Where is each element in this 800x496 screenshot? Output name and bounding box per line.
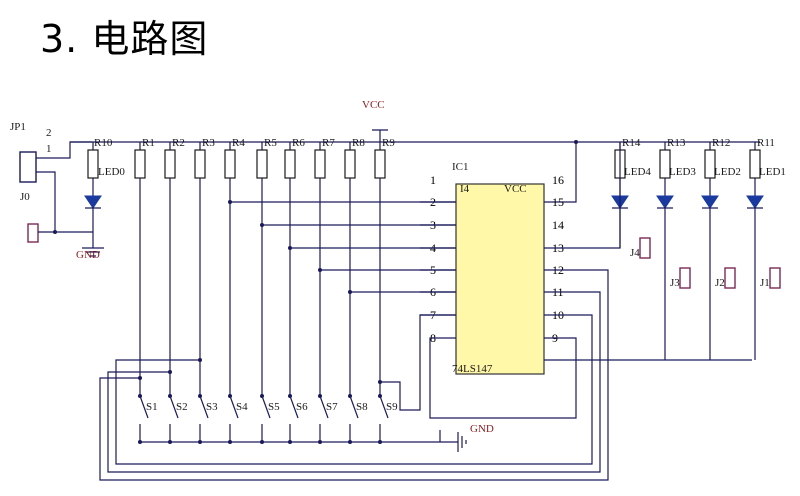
resistor	[164, 149, 176, 179]
resistor-label: R12	[712, 137, 730, 149]
led	[746, 195, 764, 209]
resistor-label: R11	[757, 137, 775, 149]
jp1-label: JP1	[10, 121, 26, 133]
resistor	[314, 149, 326, 179]
jack-label: J1	[760, 277, 770, 289]
jack	[724, 267, 736, 289]
ic-pin-right: 14	[552, 218, 564, 232]
resistor-label: R9	[382, 137, 395, 149]
resistor-label: R6	[292, 137, 305, 149]
jp1-pin1-label: 1	[46, 143, 52, 155]
led	[656, 195, 674, 209]
resistor	[284, 149, 296, 179]
ic-vcc-label: VCC	[504, 183, 527, 195]
jack-label: J4	[630, 247, 640, 259]
jp1-connector: JP1 2 1 J0	[10, 121, 92, 232]
resistor	[256, 149, 268, 179]
led-label: LED2	[714, 166, 741, 178]
gnd-bottom-label: GND	[470, 423, 494, 435]
jack-label: J3	[670, 277, 680, 289]
led0-label: LED0	[98, 166, 125, 178]
left-ground: GND	[27, 223, 104, 261]
jack	[769, 267, 781, 289]
jp1-pin2-label: 2	[46, 127, 52, 139]
resistor	[194, 149, 206, 179]
switch-label: S2	[176, 401, 188, 413]
led-label: LED1	[759, 166, 786, 178]
switch-label: S3	[206, 401, 218, 413]
resistor-label: R5	[264, 137, 277, 149]
switch-label: S6	[296, 401, 308, 413]
gnd-top-label: GND	[76, 249, 100, 261]
vcc-rail: VCC	[70, 99, 760, 143]
resistor-label: R13	[667, 137, 686, 149]
ic-pin-right: 15	[552, 195, 564, 209]
led-label: LED3	[669, 166, 696, 178]
resistor	[374, 149, 386, 179]
resistor-label: R8	[352, 137, 365, 149]
led0-branch: R10 LED0	[84, 137, 125, 232]
j0-label: J0	[20, 191, 30, 203]
resistor	[344, 149, 356, 179]
bottom-ground: GND	[140, 423, 494, 452]
switch-label: S4	[236, 401, 248, 413]
switch-label: S9	[386, 401, 398, 413]
ic-i4-label: I4	[460, 183, 470, 195]
switch-label: S8	[356, 401, 368, 413]
ic-74ls147: IC1 I4 VCC 74LS147	[452, 140, 578, 375]
resistor	[134, 149, 146, 179]
resistor-label: R14	[622, 137, 641, 149]
jack	[639, 237, 651, 259]
page-title: 3. 电路图	[40, 17, 209, 61]
ic-pin-right: 16	[552, 173, 564, 187]
ic-pin-left: 1	[430, 173, 436, 187]
resistor-label: R1	[142, 137, 155, 149]
resistor-label: R4	[232, 137, 245, 149]
resistor-label: R7	[322, 137, 335, 149]
jack-label: J2	[715, 277, 725, 289]
led-label: LED4	[624, 166, 651, 178]
switch-label: S1	[146, 401, 158, 413]
bottom-wiring	[99, 142, 752, 481]
resistor-label: R2	[172, 137, 185, 149]
resistor-label: R3	[202, 137, 215, 149]
switch-label: S7	[326, 401, 338, 413]
ic-name-label: IC1	[452, 161, 469, 173]
jack	[679, 267, 691, 289]
r10-label: R10	[94, 137, 113, 149]
vcc-label: VCC	[362, 99, 385, 111]
led	[701, 195, 719, 209]
resistor	[224, 149, 236, 179]
ic-part-label: 74LS147	[452, 363, 493, 375]
switch-label: S5	[268, 401, 280, 413]
